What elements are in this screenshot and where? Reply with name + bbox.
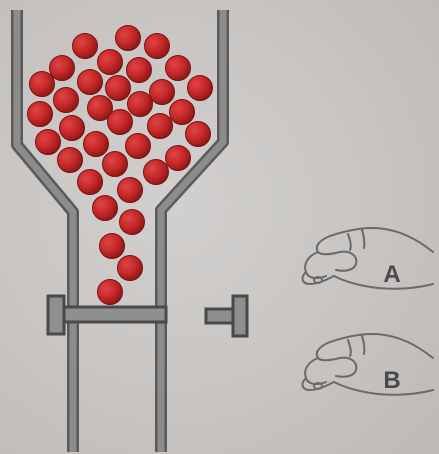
red-ball	[188, 76, 213, 101]
red-ball	[116, 26, 141, 51]
red-ball	[166, 56, 191, 81]
red-ball	[50, 56, 75, 81]
red-ball	[84, 132, 109, 157]
red-ball	[28, 102, 53, 127]
red-ball	[58, 148, 83, 173]
red-ball	[108, 110, 133, 135]
red-ball	[148, 114, 173, 139]
red-ball	[126, 134, 151, 159]
red-ball	[98, 50, 123, 75]
hand-a-icon	[303, 228, 433, 289]
red-ball	[73, 34, 98, 59]
red-ball	[118, 256, 143, 281]
red-ball	[78, 170, 103, 195]
red-ball	[150, 80, 175, 105]
red-ball	[78, 70, 103, 95]
red-ball	[60, 116, 85, 141]
hand-a-label: A	[383, 261, 400, 288]
red-ball	[36, 130, 61, 155]
red-ball	[30, 72, 55, 97]
red-ball	[186, 122, 211, 147]
hand-b-icon	[303, 334, 433, 395]
gate-removed	[206, 296, 247, 336]
hand-b-label: B	[383, 367, 400, 394]
red-ball	[170, 100, 195, 125]
red-ball	[144, 160, 169, 185]
red-ball	[127, 58, 152, 83]
red-ball	[166, 146, 191, 171]
red-ball	[145, 34, 170, 59]
red-balls-group	[28, 26, 213, 305]
red-ball	[100, 234, 125, 259]
red-ball	[54, 88, 79, 113]
red-ball	[98, 280, 123, 305]
red-ball	[120, 210, 145, 235]
red-ball	[118, 178, 143, 203]
red-ball	[106, 76, 131, 101]
red-ball	[103, 152, 128, 177]
red-ball	[93, 196, 118, 221]
red-ball	[128, 92, 153, 117]
